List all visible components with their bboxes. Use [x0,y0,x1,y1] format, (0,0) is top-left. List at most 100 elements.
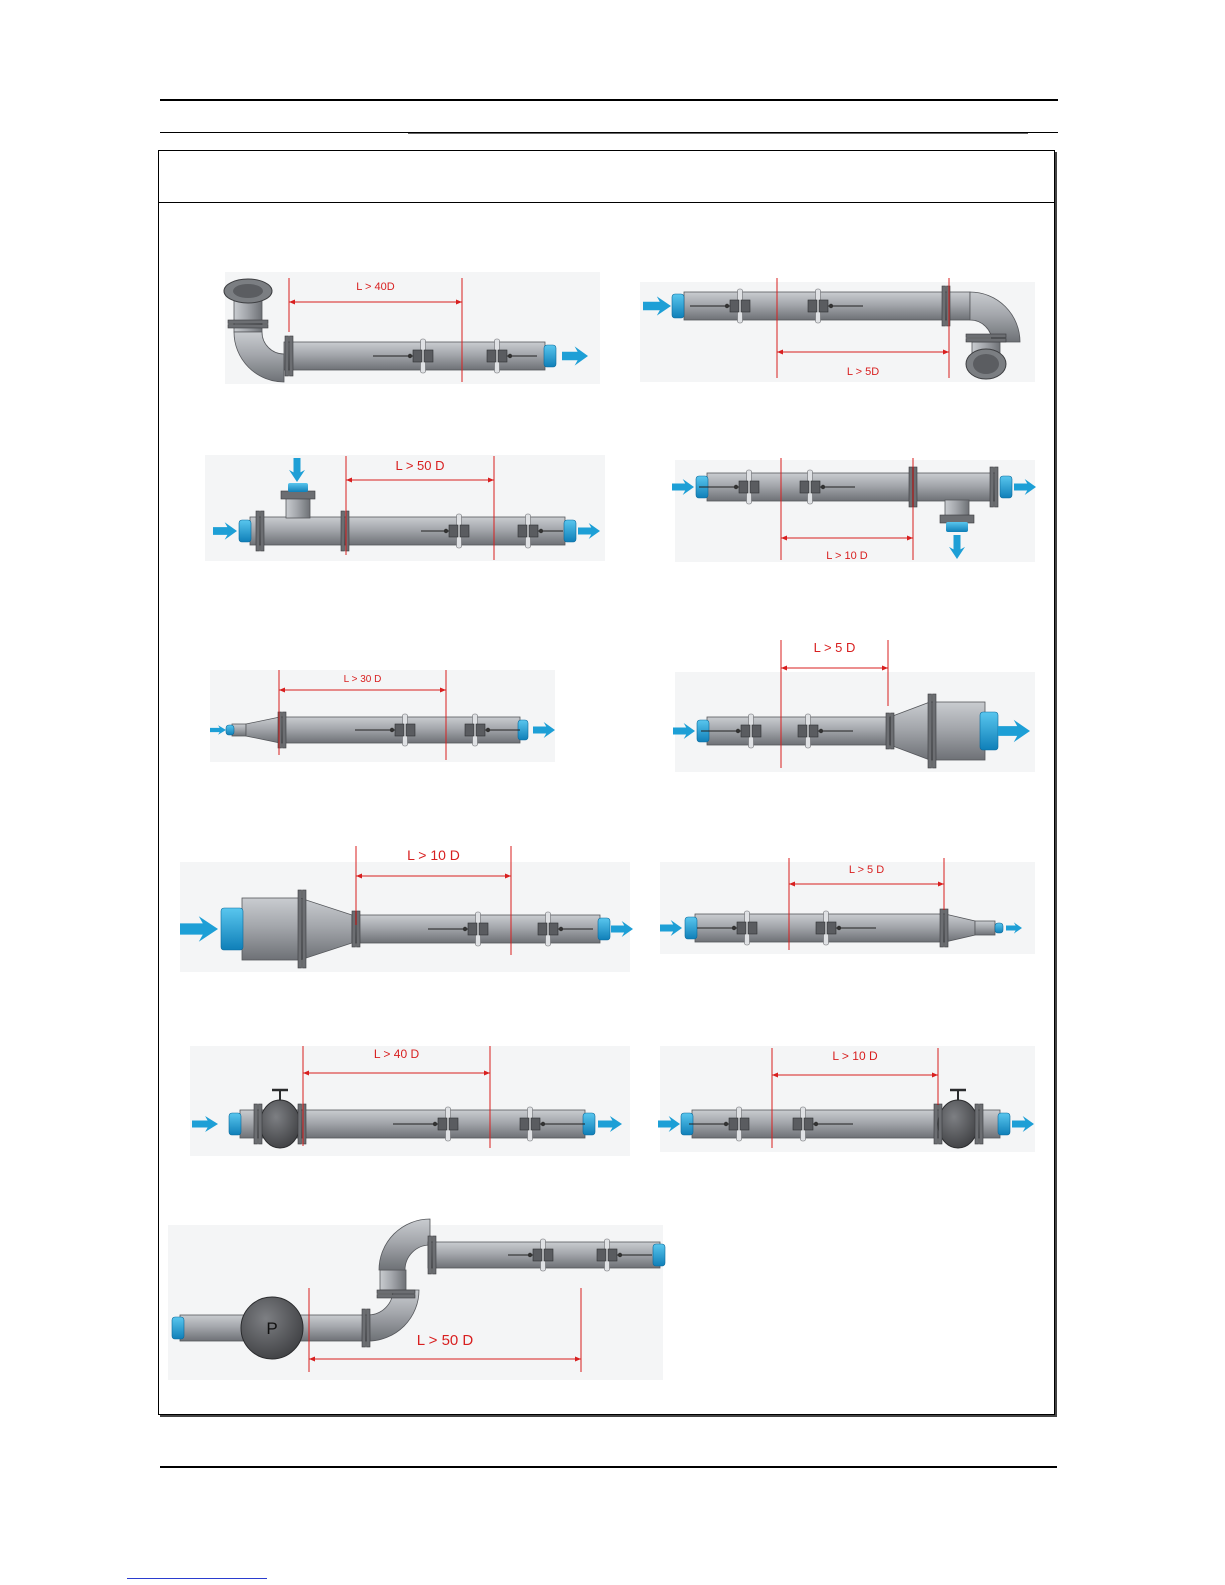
flange-plate [290,336,294,376]
transducer-body [544,1249,553,1261]
flange-plate [891,713,895,749]
flange-plate [298,1104,302,1144]
blue-pipe-end [672,294,684,318]
blue-pipe-end [564,520,576,542]
transducer-body [608,1249,617,1261]
diagram-reducer-10d: L > 10 D [180,846,633,972]
transducer-body [518,525,527,537]
pipe-segment [975,921,995,935]
diagram-reducer-5d: L > 5 D [660,858,1035,954]
pipe-segment [380,1270,406,1290]
transducer-body [468,923,477,935]
flange-plate [945,909,949,947]
cable-connector [408,354,412,358]
blue-pipe-end [980,712,998,750]
dimension-label: L > 5D [847,366,879,378]
dimension-label: L > 10 D [826,550,868,562]
cable-connector [734,485,738,489]
transducer-body [406,724,415,736]
pipe-opening [233,284,263,298]
cable-connector [837,926,841,930]
dimension-label: L > 50 D [395,458,444,473]
flange-plate [228,325,268,329]
transducer-body [741,725,750,737]
cable-connector [724,1122,728,1126]
transducer-body [476,724,485,736]
transducer-body [800,481,809,493]
transducer-body [449,1118,458,1130]
cable-connector [508,354,512,358]
flange-plate [909,467,913,507]
diagram-valve-40d: L > 40 D [190,1046,630,1156]
pipe-opening [973,354,999,374]
transducer-body [748,922,757,934]
flange-plate [942,286,946,326]
transducer-body [804,1118,813,1130]
flange-plate [995,467,999,507]
flange-plate [990,467,994,507]
dimension-label: L > 30 D [344,674,382,685]
flange-plate [254,1104,258,1144]
diagram-expander-30d: L > 30 D [210,670,555,762]
blue-pipe-end [946,522,968,532]
blue-pipe-end [172,1317,184,1339]
transducer-body [538,923,547,935]
transducer-body [793,1118,802,1130]
dimension-arrowhead [882,666,888,671]
transducer-body [465,724,474,736]
transducer-body [730,300,739,312]
transducer-body [487,350,496,362]
blue-pipe-end [226,725,234,735]
transducer-body [729,1118,738,1130]
flange-plate [914,467,918,507]
dimension-label: L > 10 D [832,1049,878,1063]
flange-plate [228,320,268,324]
cable-connector [618,1253,622,1257]
diagram-valve-10d: L > 10 D [658,1046,1035,1152]
flange-plate [934,1104,938,1144]
flange-plate [281,491,315,499]
dimension-arrowhead [781,666,787,671]
flange-plate [377,1295,415,1299]
transducer-body [809,725,818,737]
cable-connector [732,926,736,930]
cable-connector [559,927,563,931]
transducer-body [413,350,422,362]
transducer-body [827,922,836,934]
transducer-body [737,922,746,934]
transducer-body [739,481,748,493]
transducer-body [750,481,759,493]
cable-connector [390,728,394,732]
transducer-body [808,300,817,312]
flange-plate [303,890,307,968]
cable-connector [433,1122,437,1126]
transducer-body [597,1249,606,1261]
blue-pipe-end [685,917,697,939]
transducer-body [819,300,828,312]
flange-plate [283,712,287,748]
transducer-body [424,350,433,362]
blue-pipe-end [998,1113,1010,1135]
cable-connector [539,529,543,533]
flange-plate [256,511,260,551]
dimension-label: L > 40D [356,281,394,293]
blue-pipe-end [229,1113,241,1135]
flange-plate [939,1104,943,1144]
diagram-pump-50d: PL > 50 D [168,1219,665,1380]
dimension-label: L > 40 D [374,1047,420,1061]
flange-plate [975,1104,979,1144]
blue-pipe-end [1000,476,1012,498]
pipe-segment [930,702,985,760]
dimension-label: L > 50 D [417,1332,474,1349]
flange-plate [940,515,974,523]
flange-plate [261,511,265,551]
transducer-body [438,1118,447,1130]
transducer-body [549,923,558,935]
cable-connector [829,304,833,308]
cable-connector [725,304,729,308]
flange-plate [433,1236,437,1274]
transducer-body [460,525,469,537]
cable-connector [814,1122,818,1126]
transducer-body [531,1118,540,1130]
